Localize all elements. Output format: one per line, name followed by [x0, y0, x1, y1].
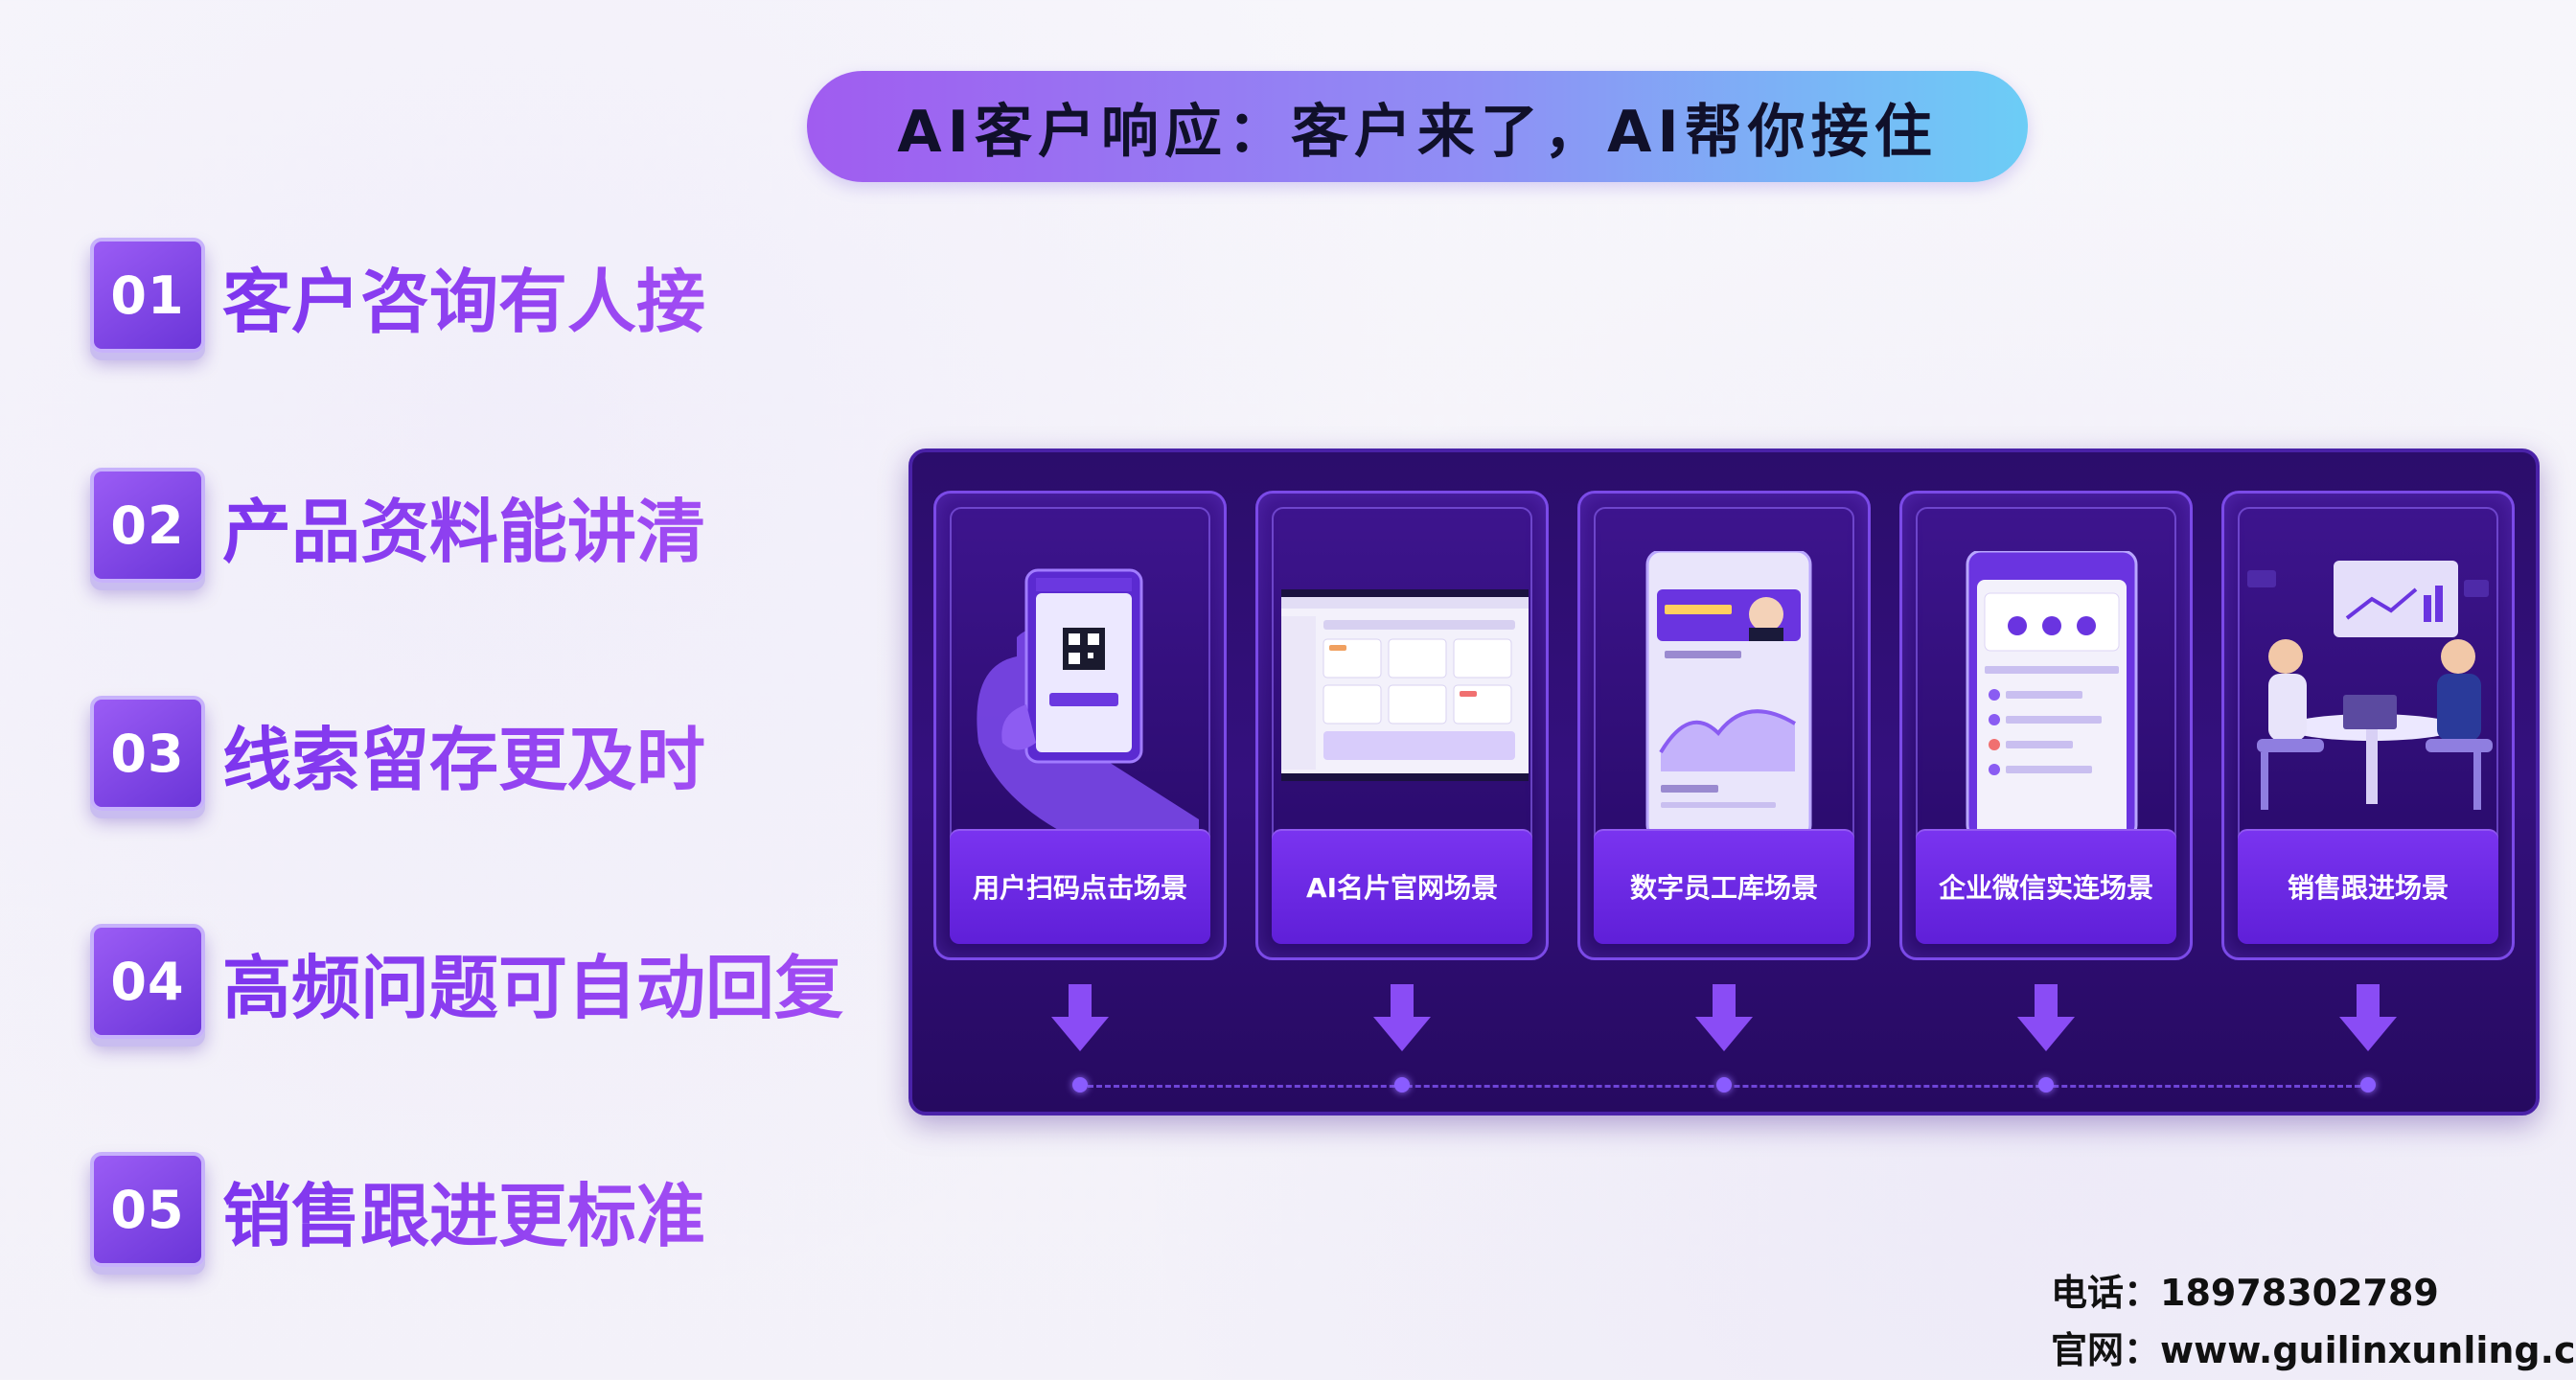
feature-label: 客户咨询有人接 [222, 245, 705, 346]
contact-phone: 电话：18978302789 [2051, 1272, 2439, 1314]
arrow-down-icon [1695, 984, 1753, 1051]
arrow-down-icon [1051, 984, 1109, 1051]
arrow-down-icon [2017, 984, 2075, 1051]
laptop-dashboard-icon [1267, 551, 1543, 839]
scene-card-1[interactable]: 用户扫码点击场景 [933, 491, 1227, 960]
contact-website[interactable]: 官网：www.guilinxunling.cn [2051, 1329, 2576, 1371]
feature-number-badge: 03 [90, 696, 205, 811]
qr-phone-icon [959, 551, 1201, 839]
timeline-dot [1072, 1077, 1088, 1092]
feature-item-2: 02 产品资料能讲清 [90, 468, 705, 583]
scene-card-5[interactable]: 销售跟进场景 [2221, 491, 2515, 960]
scene-card-3[interactable]: 数字员工库场景 [1577, 491, 1871, 960]
phone-digital-staff-icon [1603, 549, 1845, 840]
timeline-dot [1394, 1077, 1410, 1092]
scene-card-4[interactable]: 企业微信实连场景 [1899, 491, 2193, 960]
arrow-down-icon [1373, 984, 1431, 1051]
feature-number-badge: 02 [90, 468, 205, 583]
timeline-dot [1716, 1077, 1732, 1092]
phone-wechat-icon [1925, 549, 2167, 840]
feature-label: 销售跟进更标准 [222, 1160, 705, 1260]
feature-number-badge: 05 [90, 1152, 205, 1267]
scene-button[interactable]: 企业微信实连场景 [1916, 829, 2176, 944]
page-title-pill: AI客户响应：客户来了，AI帮你接住 [807, 71, 2028, 182]
timeline-dot [2360, 1077, 2376, 1092]
feature-label: 产品资料能讲清 [222, 475, 705, 576]
feature-number-badge: 04 [90, 924, 205, 1039]
feature-item-1: 01 客户咨询有人接 [90, 238, 705, 353]
scene-button[interactable]: 用户扫码点击场景 [950, 829, 1210, 944]
feature-item-4: 04 高频问题可自动回复 [90, 924, 843, 1039]
timeline-dot [2038, 1077, 2054, 1092]
scene-card-2[interactable]: AI名片官网场景 [1255, 491, 1549, 960]
meeting-people-icon [2247, 551, 2493, 839]
feature-item-5: 05 销售跟进更标准 [90, 1152, 705, 1267]
feature-item-3: 03 线索留存更及时 [90, 696, 705, 811]
scene-button[interactable]: 数字员工库场景 [1594, 829, 1854, 944]
arrow-down-icon [2339, 984, 2397, 1051]
page-title: AI客户响应：客户来了，AI帮你接住 [897, 98, 1938, 166]
scenario-panel: 用户扫码点击场景 AI名片官网场景 [908, 448, 2540, 1116]
feature-label: 高频问题可自动回复 [222, 932, 843, 1032]
feature-number-badge: 01 [90, 238, 205, 353]
scene-button[interactable]: 销售跟进场景 [2238, 829, 2498, 944]
feature-label: 线索留存更及时 [222, 703, 705, 804]
scene-button[interactable]: AI名片官网场景 [1272, 829, 1532, 944]
